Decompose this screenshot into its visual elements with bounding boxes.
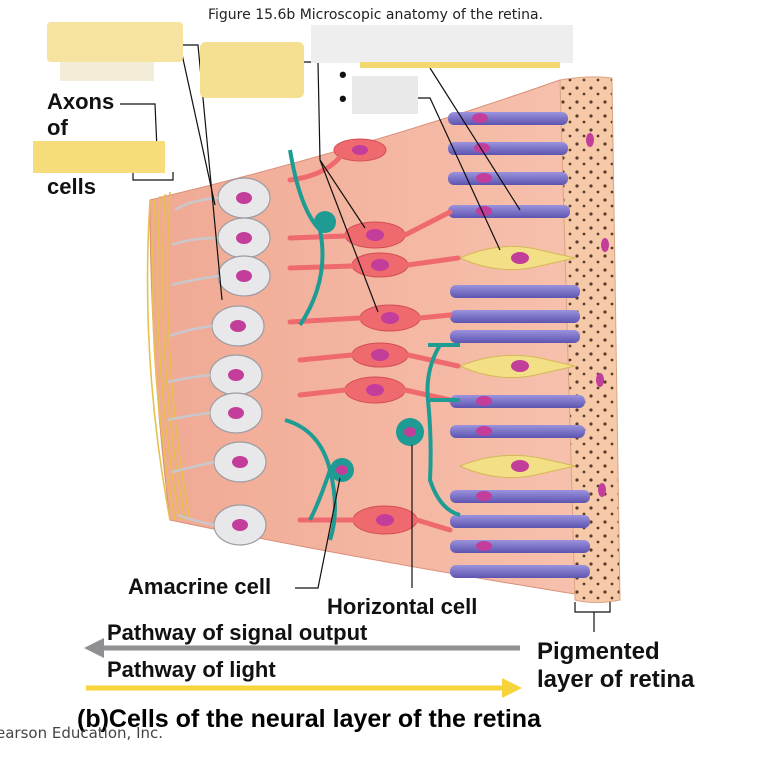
label-axons-line4: cells <box>47 174 96 199</box>
label-light: Pathway of light <box>107 657 276 682</box>
pigmented-layer <box>559 76 621 603</box>
label-amacrine-cell: Amacrine cell <box>128 574 272 599</box>
pathway-arrows <box>84 638 522 698</box>
axon-fiber-layer <box>146 191 191 521</box>
label-axons-line1: Axons <box>47 89 115 114</box>
figure-caption: (b)Cells of the neural layer of the reti… <box>77 705 541 733</box>
bullet-1: • <box>339 62 347 87</box>
figure-title: Figure 15.6b Microscopic anatomy of the … <box>208 7 544 23</box>
nuclei <box>228 113 609 551</box>
copyright-text: earson Education, Inc. <box>0 724 164 742</box>
leader-lines <box>120 44 611 632</box>
bullet-2: • <box>339 86 347 111</box>
redaction-boxes <box>33 22 573 173</box>
label-horizontal-cell: Horizontal cell <box>327 594 478 619</box>
label-axons-line2: of <box>47 115 68 140</box>
label-pigmented-line2: layer of retina <box>537 666 695 693</box>
ganglion-cells <box>209 177 271 546</box>
label-pigmented-line1: Pigmented <box>537 638 660 665</box>
label-signal-output: Pathway of signal output <box>107 620 368 645</box>
